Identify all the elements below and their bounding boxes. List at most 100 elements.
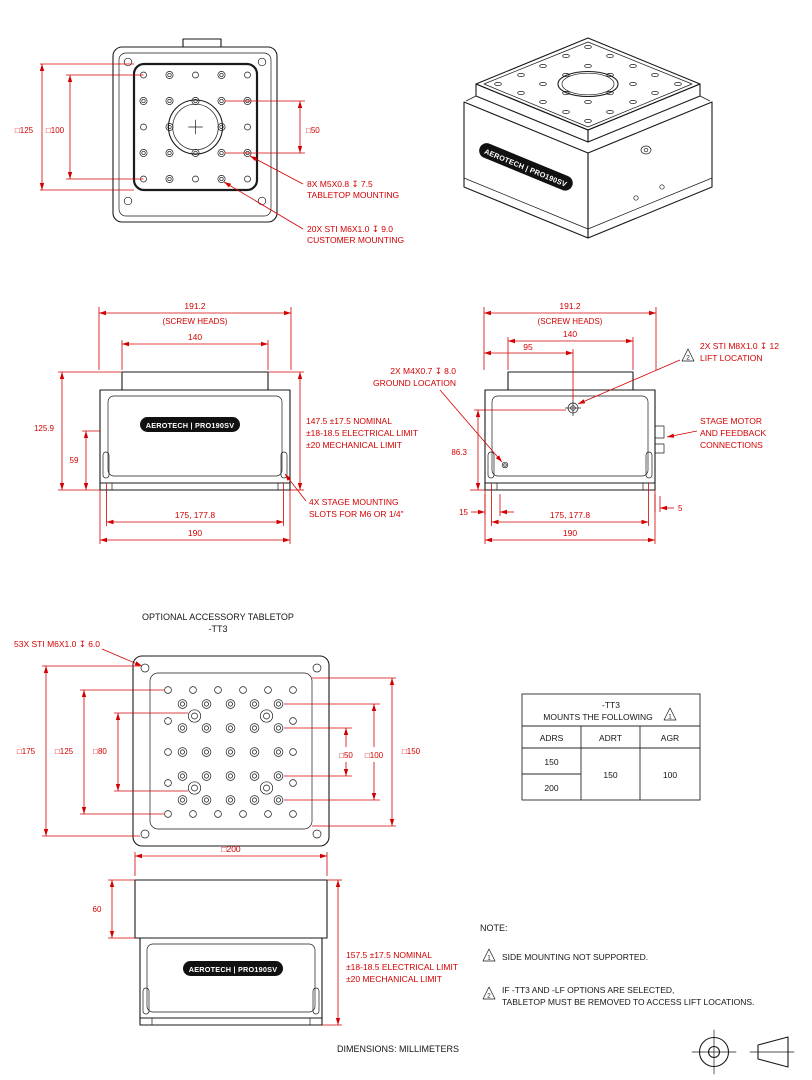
note2-flag-number: 2 [487, 993, 491, 1000]
tt3-dim-sq150: □150 [402, 747, 421, 756]
options-table-col-adrs: ADRS [540, 733, 564, 743]
iso-side-port [640, 145, 652, 155]
options-table-col-agr: AGR [661, 733, 679, 743]
center-aperture [167, 99, 224, 155]
lift-hole [565, 400, 581, 416]
projection-cone [757, 1036, 789, 1068]
motor-callout-line3: CONNECTIONS [700, 440, 763, 450]
options-table-border [521, 693, 701, 801]
top-view-outline [112, 46, 278, 223]
tt3-front-base-flange [139, 1017, 323, 1026]
tt3-front-face-inset [146, 943, 316, 1013]
iso-tabletop-inner-edge [483, 41, 693, 128]
top-view-dimensions: □125 □100 □50 8X M5X0.8 ↧ 7.5 TABLETOP M… [15, 63, 404, 245]
side-dim-lift-offset: 95 [523, 342, 533, 352]
tabletop-plate-outline [132, 62, 259, 192]
tt3-front-slot-right [312, 987, 320, 1015]
front-travel-line2: ±18-18.5 ELECTRICAL LIMIT [306, 428, 418, 438]
tt3-front-slot-left [142, 987, 150, 1015]
tt3-top-dimensions: 53X STI M6X1.0 ↧ 6.0 □175 □125 □80 □50 □… [14, 639, 421, 837]
iso-brand-label-text: AEROTECH | PRO190SV [483, 147, 568, 189]
front-slots-callout-line2: SLOTS FOR M6 OR 1/4" [309, 509, 404, 519]
tt3-top-outline [132, 655, 330, 847]
iso-body-face-right [587, 101, 713, 239]
tt3-travel-line3: ±20 MECHANICAL LIMIT [346, 974, 442, 984]
iso-tabletop-top-face [475, 37, 701, 131]
note2-line2: TABLETOP MUST BE REMOVED TO ACCESS LIFT … [502, 997, 754, 1007]
motor-callout-line1: STAGE MOTOR [700, 416, 762, 426]
side-view: 191.2 (SCREW HEADS) 140 95 2X M4X0.7 ↧ 8… [373, 301, 779, 544]
tabletop-mounting-callout-line2: TABLETOP MOUNTING [307, 190, 399, 200]
note2-flag-triangle [482, 986, 496, 1000]
iso-top-holes [494, 45, 682, 123]
notes: NOTE: 1 SIDE MOUNTING NOT SUPPORTED. 2 I… [480, 923, 754, 1007]
tt3-holes-callout: 53X STI M6X1.0 ↧ 6.0 [14, 639, 100, 649]
top-view: □125 □100 □50 8X M5X0.8 ↧ 7.5 TABLETOP M… [15, 38, 404, 245]
side-dim-connector-offset: 5 [678, 504, 683, 513]
tt3-grid-holes [177, 699, 284, 805]
tt3-front-body [139, 937, 323, 1019]
front-dim-top-plate: 140 [188, 332, 202, 342]
front-base-flange [99, 482, 291, 491]
ground-hole [501, 461, 509, 469]
third-angle-projection-symbol [691, 1029, 795, 1075]
front-face-inset [107, 395, 283, 477]
iso-base-flange-left [463, 177, 589, 230]
side-dim-base-width: 190 [563, 528, 577, 538]
notes-heading: NOTE: [480, 923, 508, 933]
top-connector-tab [182, 38, 222, 48]
front-view-dimensions: 191.2 (SCREW HEADS) 140 125.9 59 147.5 ±… [34, 301, 418, 544]
isometric-view: AEROTECH | PRO190SV [463, 37, 713, 239]
front-dim-slot-height: 59 [70, 456, 79, 465]
side-dim-screw-heads: 191.2 [559, 301, 581, 311]
motor-callout-line2: AND FEEDBACK [700, 428, 766, 438]
customer-mounting-callout-line1: 20X STI M6X1.0 ↧ 9.0 [307, 224, 393, 234]
side-face-inset [491, 395, 649, 477]
dim-sq100: □100 [46, 126, 65, 135]
side-dim-top-plate: 140 [563, 329, 577, 339]
side-view-dimensions: 191.2 (SCREW HEADS) 140 95 2X M4X0.7 ↧ 8… [373, 301, 779, 544]
options-table-title-line2: MOUNTS THE FOLLOWING [543, 712, 652, 722]
tt3-top-inner-edge [149, 672, 313, 830]
tt3-dim-sq175: □175 [17, 747, 36, 756]
front-dim-screw-heads: 191.2 [184, 301, 206, 311]
ground-callout-line2: GROUND LOCATION [373, 378, 456, 388]
front-body [99, 389, 291, 484]
side-top-plate [507, 371, 634, 391]
iso-brand-label: AEROTECH | PRO190SV [479, 143, 573, 191]
tt3-dim-sq200: □200 [221, 844, 241, 854]
front-dim-screw-heads-note: (SCREW HEADS) [163, 317, 228, 326]
tt3-section: OPTIONAL ACCESSORY TABLETOP -TT3 53X STI… [14, 612, 458, 1026]
options-table-flag-number: 1 [668, 714, 672, 721]
front-dim-slot-span: 175, 177.8 [175, 510, 215, 520]
front-view: AEROTECH | PRO190SV 191.2 (SCREW HEADS) … [34, 301, 418, 544]
options-table-title-line1: -TT3 [602, 700, 620, 710]
top-view-inner-edge [118, 52, 272, 217]
side-dim-lift-height: 86.3 [451, 448, 467, 457]
front-travel-line3: ±20 MECHANICAL LIMIT [306, 440, 402, 450]
tt3-width-dimension: □200 [134, 844, 328, 876]
iso-tabletop-edge-right [587, 83, 701, 143]
footer: DIMENSIONS: MILLIMETERS [337, 1029, 795, 1075]
tt3-dim-sq125: □125 [55, 747, 74, 756]
lift-flag-number: 2 [686, 355, 690, 362]
lift-callout-line1: 2X STI M8X1.0 ↧ 12 [700, 341, 779, 351]
options-table-flag-triangle [663, 707, 677, 721]
side-slot-left [487, 451, 495, 479]
dim-sq50: □50 [306, 126, 320, 135]
note1-flag-triangle [482, 948, 496, 962]
side-dim-edge-offset: 15 [459, 508, 468, 517]
front-slots-callout-line1: 4X STAGE MOUNTING [309, 497, 399, 507]
tt3-dim-sq80: □80 [93, 747, 107, 756]
lift-flag-triangle [681, 348, 695, 362]
front-slot-right [280, 451, 288, 479]
tabletop-mounting-callout-line1: 8X M5X0.8 ↧ 7.5 [307, 179, 373, 189]
tt3-dim-sq50: □50 [339, 751, 353, 760]
side-dim-screw-heads-note: (SCREW HEADS) [538, 317, 603, 326]
tt3-front-brand-label: AEROTECH | PRO190SV [183, 961, 283, 976]
iso-base-flange-right [587, 177, 713, 230]
base-corner-screws [123, 57, 267, 206]
side-base-flange [484, 482, 656, 491]
motor-connector-upper [654, 425, 665, 439]
tt3-travel-line1: 157.5 ±17.5 NOMINAL [346, 950, 432, 960]
